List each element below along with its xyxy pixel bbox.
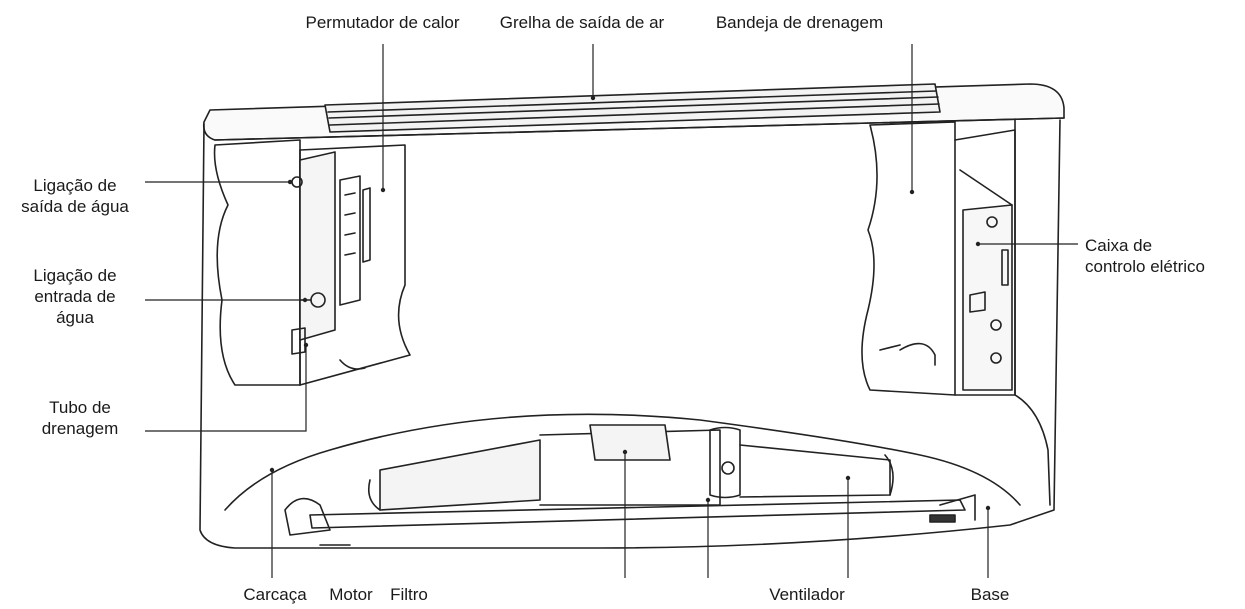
label-water-outlet: Ligação de saída de água [21, 176, 129, 216]
label-heat-exchanger: Permutador de calor [305, 13, 460, 32]
base-rail [309, 499, 966, 529]
drain-fitting [291, 327, 306, 355]
electric-box-drawing [962, 204, 1013, 391]
fan-cutaway [224, 413, 1021, 511]
label-electric-box: Caixa de controlo elétrico [1085, 236, 1206, 276]
label-casing: Carcaça [243, 585, 307, 604]
label-base: Base [970, 585, 1010, 604]
label-filter: Filtro [390, 585, 428, 604]
label-motor: Motor [329, 585, 373, 604]
right-compartment [861, 121, 956, 396]
air-outlet-grille [324, 83, 941, 133]
label-drain-pipe: Tubo de drenagem [41, 398, 119, 438]
label-fan: Ventilador [769, 585, 845, 604]
leader-drain-pipe [145, 345, 307, 432]
label-air-outlet-grille: Grelha de saída de ar [499, 13, 665, 32]
heat-exchanger-drawing [299, 151, 371, 341]
label-water-inlet: Ligação de entrada de água [33, 266, 117, 327]
blower-housing [367, 424, 894, 511]
leader-dots [269, 95, 991, 511]
label-drain-pan: Bandeja de drenagem [715, 13, 884, 32]
left-compartment [213, 139, 301, 386]
leader-lines [145, 44, 1078, 578]
casing-outline [199, 119, 1061, 549]
